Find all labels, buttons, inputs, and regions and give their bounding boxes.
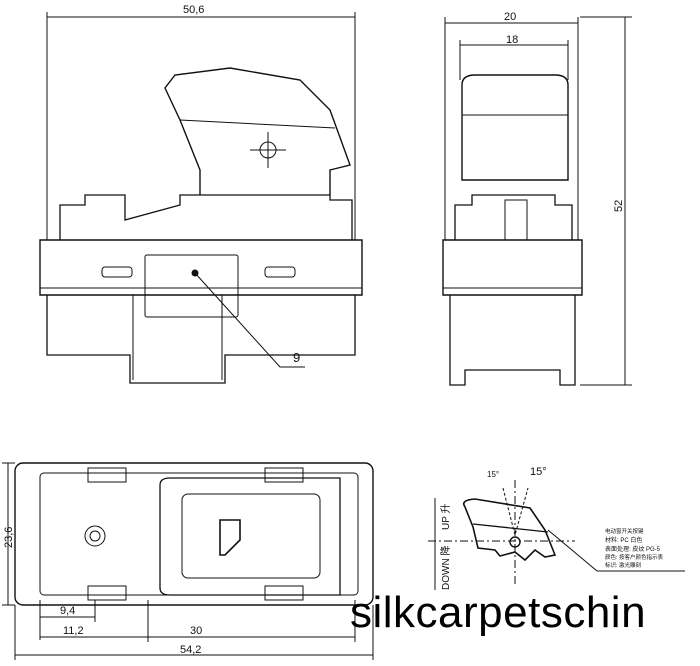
dim-bottom-height: 23,6: [3, 527, 15, 548]
callout-number: 9: [293, 350, 300, 365]
up-label: UP 升: [440, 504, 452, 531]
angle-right: 15°: [530, 466, 547, 478]
dim-side-width-outer: 20: [504, 11, 516, 23]
watermark: silkcarpetschin: [350, 588, 647, 637]
note-3: 表面处理: 皮纹 PG-5: [605, 545, 661, 553]
dim-side-width-inner: 18: [506, 34, 518, 46]
detail-view: [428, 480, 685, 590]
dim-bottom-d3: 30: [190, 625, 202, 637]
note-1: 电动窗开关按键: [605, 527, 644, 535]
note-5: 标识: 激光雕刻: [605, 561, 642, 569]
note-4: 颜色: 按客户颜色指示表: [605, 553, 664, 561]
bottom-view: [2, 462, 374, 660]
dim-bottom-d1: 9,4: [60, 605, 75, 617]
labels: 50,6 20 18 52 9 23,6 9,4 11,2 30 54,2 15…: [3, 4, 664, 656]
dim-bottom-d2: 11,2: [63, 625, 84, 637]
down-label: DOWN 降: [439, 546, 452, 590]
side-view: [442, 16, 632, 386]
front-view: [39, 12, 363, 384]
dim-bottom-total: 54,2: [180, 644, 201, 656]
note-2: 材料: PC 白色: [605, 536, 642, 544]
angle-left: 15°: [487, 470, 499, 479]
dim-front-width: 50,6: [183, 4, 204, 16]
dim-side-height: 52: [613, 200, 625, 212]
